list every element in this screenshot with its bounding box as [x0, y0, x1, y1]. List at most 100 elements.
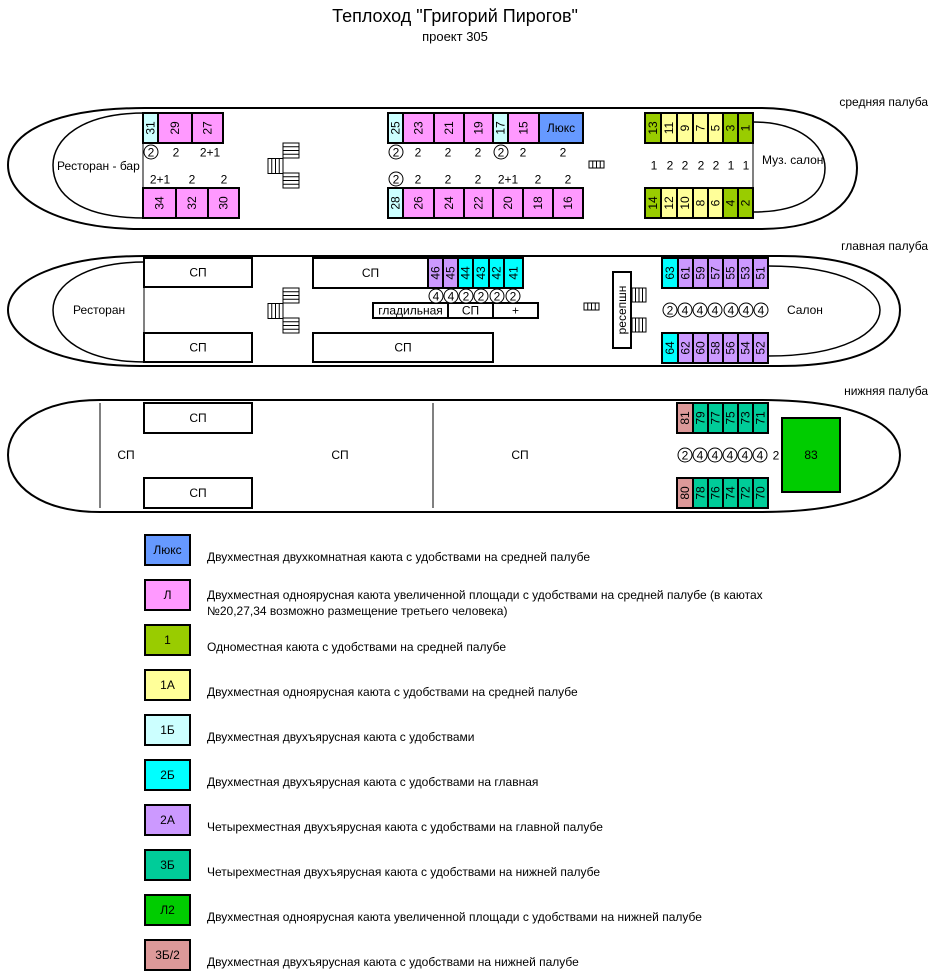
- legend-swatch: 3Б: [144, 849, 191, 881]
- cabin-25[interactable]: 25: [387, 112, 404, 144]
- cabin-23[interactable]: 23: [402, 112, 435, 144]
- cabin-62[interactable]: 62: [677, 332, 694, 364]
- cabin-83[interactable]: 83: [781, 417, 841, 493]
- cabin-10[interactable]: 10: [676, 187, 694, 219]
- capacity-value: 1: [743, 159, 750, 173]
- cabin-30[interactable]: 30: [207, 187, 240, 219]
- cabin-Люкс[interactable]: Люкс: [538, 112, 584, 144]
- cabin-capacity: 2: [520, 146, 527, 160]
- cabin-71[interactable]: 71: [752, 402, 769, 434]
- cabin-2[interactable]: 2: [737, 187, 754, 219]
- cabin-8[interactable]: 8: [692, 187, 709, 219]
- capacity-value: 4: [727, 449, 734, 463]
- capacity-circle: [677, 447, 693, 463]
- cabin-27[interactable]: 27: [191, 112, 224, 144]
- cabin-73[interactable]: 73: [737, 402, 754, 434]
- cabin-22[interactable]: 22: [463, 187, 494, 219]
- capacity-circle: [692, 447, 708, 463]
- cabin-4[interactable]: 4: [722, 187, 739, 219]
- cabin-17[interactable]: 17: [492, 112, 509, 144]
- cabin-13[interactable]: 13: [644, 112, 662, 144]
- cabin-70[interactable]: 70: [752, 477, 769, 509]
- cabin-16[interactable]: 16: [552, 187, 584, 219]
- cabin-34[interactable]: 34: [142, 187, 177, 219]
- cabin-61[interactable]: 61: [677, 257, 694, 289]
- cabin-44[interactable]: 44: [457, 257, 474, 289]
- cabin-79[interactable]: 79: [692, 402, 709, 434]
- cabin-46[interactable]: 46: [427, 257, 444, 289]
- cabin-31[interactable]: 31: [142, 112, 159, 144]
- cabin-51[interactable]: 51: [752, 257, 769, 289]
- capacity-value: 2: [510, 290, 517, 304]
- cabin-75[interactable]: 75: [722, 402, 739, 434]
- cabin-76[interactable]: 76: [707, 477, 724, 509]
- cabin-number: 42: [490, 266, 504, 280]
- cabin-43[interactable]: 43: [472, 257, 490, 289]
- cabin-81[interactable]: 81: [676, 402, 694, 434]
- cabin-11[interactable]: 11: [660, 112, 678, 144]
- lower-deck-label: нижняя палуба: [844, 384, 928, 398]
- cabin-72[interactable]: 72: [737, 477, 754, 509]
- cabin-24[interactable]: 24: [433, 187, 465, 219]
- cabin-15[interactable]: 15: [507, 112, 540, 144]
- middle-deck-inner-stern: [752, 121, 826, 213]
- capacity-value: 2: [463, 290, 470, 304]
- cabin-capacity: 2+1: [200, 146, 221, 160]
- cabin-80[interactable]: 80: [676, 477, 694, 509]
- cabin-26[interactable]: 26: [402, 187, 435, 219]
- capacity-value: 2+1: [200, 146, 221, 160]
- cabin-14[interactable]: 14: [644, 187, 662, 219]
- cabin-19[interactable]: 19: [463, 112, 494, 144]
- cabin-42[interactable]: 42: [488, 257, 505, 289]
- cabin-58[interactable]: 58: [707, 332, 724, 364]
- cabin-29[interactable]: 29: [157, 112, 193, 144]
- cabin-77[interactable]: 77: [707, 402, 724, 434]
- cabin-41[interactable]: 41: [503, 257, 524, 289]
- cabin-64[interactable]: 64: [661, 332, 679, 364]
- cabin-number: 8: [694, 199, 708, 206]
- cabin-32[interactable]: 32: [175, 187, 209, 219]
- cabin-74[interactable]: 74: [722, 477, 739, 509]
- capacity-value: 2: [520, 146, 527, 160]
- cabin-18[interactable]: 18: [522, 187, 554, 219]
- cabin-1[interactable]: 1: [737, 112, 754, 144]
- cabin-20[interactable]: 20: [492, 187, 524, 219]
- cabin-53[interactable]: 53: [737, 257, 754, 289]
- capacity-circle: [505, 288, 521, 304]
- cabin-capacity: 1: [743, 159, 750, 173]
- cabin-6[interactable]: 6: [707, 187, 724, 219]
- cabin-7[interactable]: 7: [692, 112, 709, 144]
- cabin-number: 12: [662, 196, 676, 210]
- cabin-12[interactable]: 12: [660, 187, 678, 219]
- cabin-capacity: 2: [221, 173, 228, 187]
- cabin-57[interactable]: 57: [707, 257, 724, 289]
- capacity-circle: [722, 447, 738, 463]
- cabin-5[interactable]: 5: [707, 112, 724, 144]
- cabin-number: 3: [724, 124, 738, 131]
- cabin-55[interactable]: 55: [722, 257, 739, 289]
- service-room-label: СП: [362, 266, 379, 280]
- stairs-icon: [583, 302, 600, 311]
- cabin-28[interactable]: 28: [387, 187, 404, 219]
- main-deck-inner-stern: [767, 265, 881, 357]
- main-deck-inner-bow: [52, 261, 146, 363]
- cabin-60[interactable]: 60: [692, 332, 709, 364]
- cabin-45[interactable]: 45: [442, 257, 459, 289]
- cabin-9[interactable]: 9: [676, 112, 694, 144]
- cabin-52[interactable]: 52: [752, 332, 769, 364]
- cabin-78[interactable]: 78: [692, 477, 709, 509]
- cabin-number: 54: [739, 341, 753, 355]
- cabin-number: 24: [442, 196, 456, 210]
- legend-swatch: 1А: [144, 669, 191, 701]
- cabin-54[interactable]: 54: [737, 332, 754, 364]
- cabin-56[interactable]: 56: [722, 332, 739, 364]
- cabin-number: Люкс: [547, 121, 575, 135]
- cabin-21[interactable]: 21: [433, 112, 465, 144]
- cabin-59[interactable]: 59: [692, 257, 709, 289]
- cabin-3[interactable]: 3: [722, 112, 739, 144]
- cabin-63[interactable]: 63: [661, 257, 679, 289]
- capacity-value: 1: [728, 159, 735, 173]
- service-room: СП: [143, 332, 253, 363]
